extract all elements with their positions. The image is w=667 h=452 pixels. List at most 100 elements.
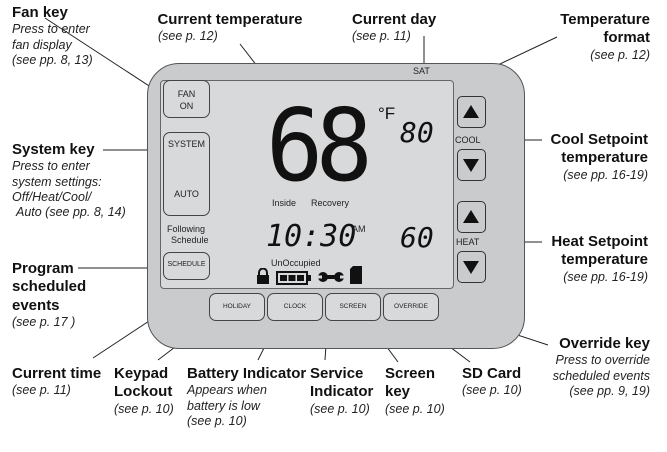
callout-title: scheduled — [12, 278, 87, 296]
callout-title: Keypad — [114, 365, 169, 382]
callout-title: Battery Indicator — [187, 365, 307, 382]
callout-desc: Auto (see pp. 8, 14) — [16, 205, 126, 220]
fan-button[interactable]: FAN ON — [163, 80, 210, 118]
callout-desc: (see p. 10) — [114, 401, 174, 416]
callout-title: Lockout — [114, 383, 173, 401]
service-indicator-callout: Service Indicator (see p. 10) — [310, 365, 373, 417]
current-time-callout: Current time (see p. 11) — [12, 365, 101, 399]
system-key-callout: System key Press to enter system setting… — [12, 141, 126, 220]
callout-title: Override key — [559, 335, 650, 352]
am-pm-indicator: AM — [352, 224, 366, 234]
callout-desc: battery is low — [187, 398, 260, 413]
callout-desc: (see pp. 8, 13) — [12, 52, 93, 67]
lock-icon — [257, 268, 269, 284]
heat-label: HEAT — [456, 237, 480, 247]
callout-desc: Press to enter — [12, 22, 90, 37]
program-events-callout: Program scheduled events (see p. 17 ) — [12, 260, 86, 330]
callout-desc: Appears when — [187, 383, 267, 398]
clock-key-label: CLOCK — [283, 303, 307, 310]
occupancy-status: UnOccupied — [271, 258, 321, 268]
fan-key-leader — [44, 17, 164, 96]
callout-desc: (see p. 12) — [158, 29, 218, 44]
heat-down-button[interactable] — [457, 251, 486, 283]
schedule-label: Schedule — [171, 235, 209, 245]
keypad-lockout-callout: Keypad Lockout (see p. 10) — [114, 365, 174, 417]
temperature-format: °F — [378, 104, 396, 123]
recovery-label: Recovery — [311, 198, 350, 208]
screen-button[interactable]: SCREEN — [325, 293, 381, 321]
callout-title: Screen — [385, 365, 436, 382]
callout-desc: (see p. 10) — [187, 413, 247, 428]
override-button[interactable]: OVERRIDE — [383, 293, 439, 321]
clock-button[interactable]: CLOCK — [267, 293, 323, 321]
following-schedule-indicator: Following Schedule — [167, 224, 209, 246]
fan-key-callout: Fan key Press to enter fan display (see … — [12, 4, 93, 68]
callout-title: temperature — [561, 251, 648, 269]
callout-title: temperature — [561, 149, 648, 167]
sd-card-callout: SD Card (see p. 10) — [462, 365, 522, 399]
callout-desc: (see p. 10) — [385, 401, 445, 416]
callout-desc: (see p. 12) — [590, 47, 650, 62]
cool-label: COOL — [455, 135, 481, 145]
cool-setpoint-value: 80 — [400, 116, 434, 149]
callout-desc: (see pp. 16-19) — [563, 167, 648, 182]
callout-desc: (see p. 10) — [310, 401, 370, 416]
callout-desc: (see p. 11) — [352, 29, 411, 44]
fan-key-label-2: ON — [179, 101, 194, 111]
wrench-icon — [318, 272, 344, 282]
holiday-key-label: HOLIDAY — [222, 303, 252, 310]
battery-indicator-callout: Battery Indicator Appears when battery i… — [187, 365, 306, 429]
callout-title: Cool Setpoint — [550, 131, 649, 148]
callout-desc: (see pp. 9, 19) — [569, 383, 650, 398]
sd-card-icon — [350, 266, 362, 284]
callout-desc: fan display — [12, 37, 72, 52]
callout-title: Heat Setpoint — [551, 233, 648, 250]
down-arrow-icon — [463, 159, 479, 172]
callout-title: Current day — [352, 11, 437, 28]
current-time: 10:30 — [266, 219, 357, 254]
current-temperature: 68 — [266, 87, 373, 204]
callout-title: Service — [310, 365, 364, 382]
callout-desc: (see p. 10) — [462, 383, 522, 398]
current-day-callout: Current day (see p. 11) — [352, 11, 436, 45]
system-key-label: SYSTEM — [167, 139, 205, 149]
heat-up-button[interactable] — [457, 201, 486, 233]
callout-title: format — [603, 29, 650, 47]
cool-setpoint-callout: Cool Setpoint temperature (see pp. 16-19… — [551, 131, 649, 183]
callout-title: Temperature — [560, 11, 650, 28]
up-arrow-icon — [463, 105, 479, 118]
override-key-label: OVERRIDE — [394, 303, 428, 310]
up-arrow-icon — [463, 210, 479, 223]
inside-label: Inside — [272, 198, 297, 208]
override-key-callout: Override key Press to override scheduled… — [553, 335, 650, 399]
down-arrow-icon — [463, 261, 479, 274]
callout-title: Fan key — [12, 4, 68, 21]
schedule-button[interactable]: SCHEDULE — [163, 252, 210, 280]
system-mode-label: AUTO — [174, 189, 199, 199]
system-button[interactable]: SYSTEM AUTO — [163, 132, 210, 216]
current-temperature-callout: Current temperature (see p. 12) — [150, 11, 310, 45]
battery-icon — [276, 271, 311, 285]
cool-up-button[interactable] — [457, 96, 486, 128]
callout-title: System key — [12, 141, 95, 158]
callout-desc: scheduled events — [552, 368, 650, 383]
callout-title: key — [385, 383, 411, 401]
callout-title: Program — [12, 260, 74, 277]
callout-desc: Press to enter — [12, 159, 90, 174]
callout-title: events — [12, 296, 60, 314]
current-day: SAT — [413, 66, 430, 76]
following-label: Following — [167, 224, 206, 234]
callout-desc: (see p. 17 ) — [12, 314, 76, 329]
heat-setpoint-callout: Heat Setpoint temperature (see pp. 16-19… — [551, 233, 648, 285]
callout-title: Current time — [12, 365, 102, 382]
heat-setpoint-value: 60 — [400, 221, 434, 254]
holiday-button[interactable]: HOLIDAY — [209, 293, 265, 321]
fan-key-label-1: FAN — [177, 89, 196, 99]
callout-title: Indicator — [310, 383, 374, 401]
screen-key-callout: Screen key (see p. 10) — [385, 365, 445, 417]
callout-desc: system settings: — [12, 174, 102, 189]
callout-title: Current temperature — [157, 11, 303, 28]
callout-desc: Off/Heat/Cool/ — [12, 189, 92, 204]
cool-down-button[interactable] — [457, 149, 486, 181]
temperature-format-callout: Temperature format (see p. 12) — [560, 11, 650, 63]
